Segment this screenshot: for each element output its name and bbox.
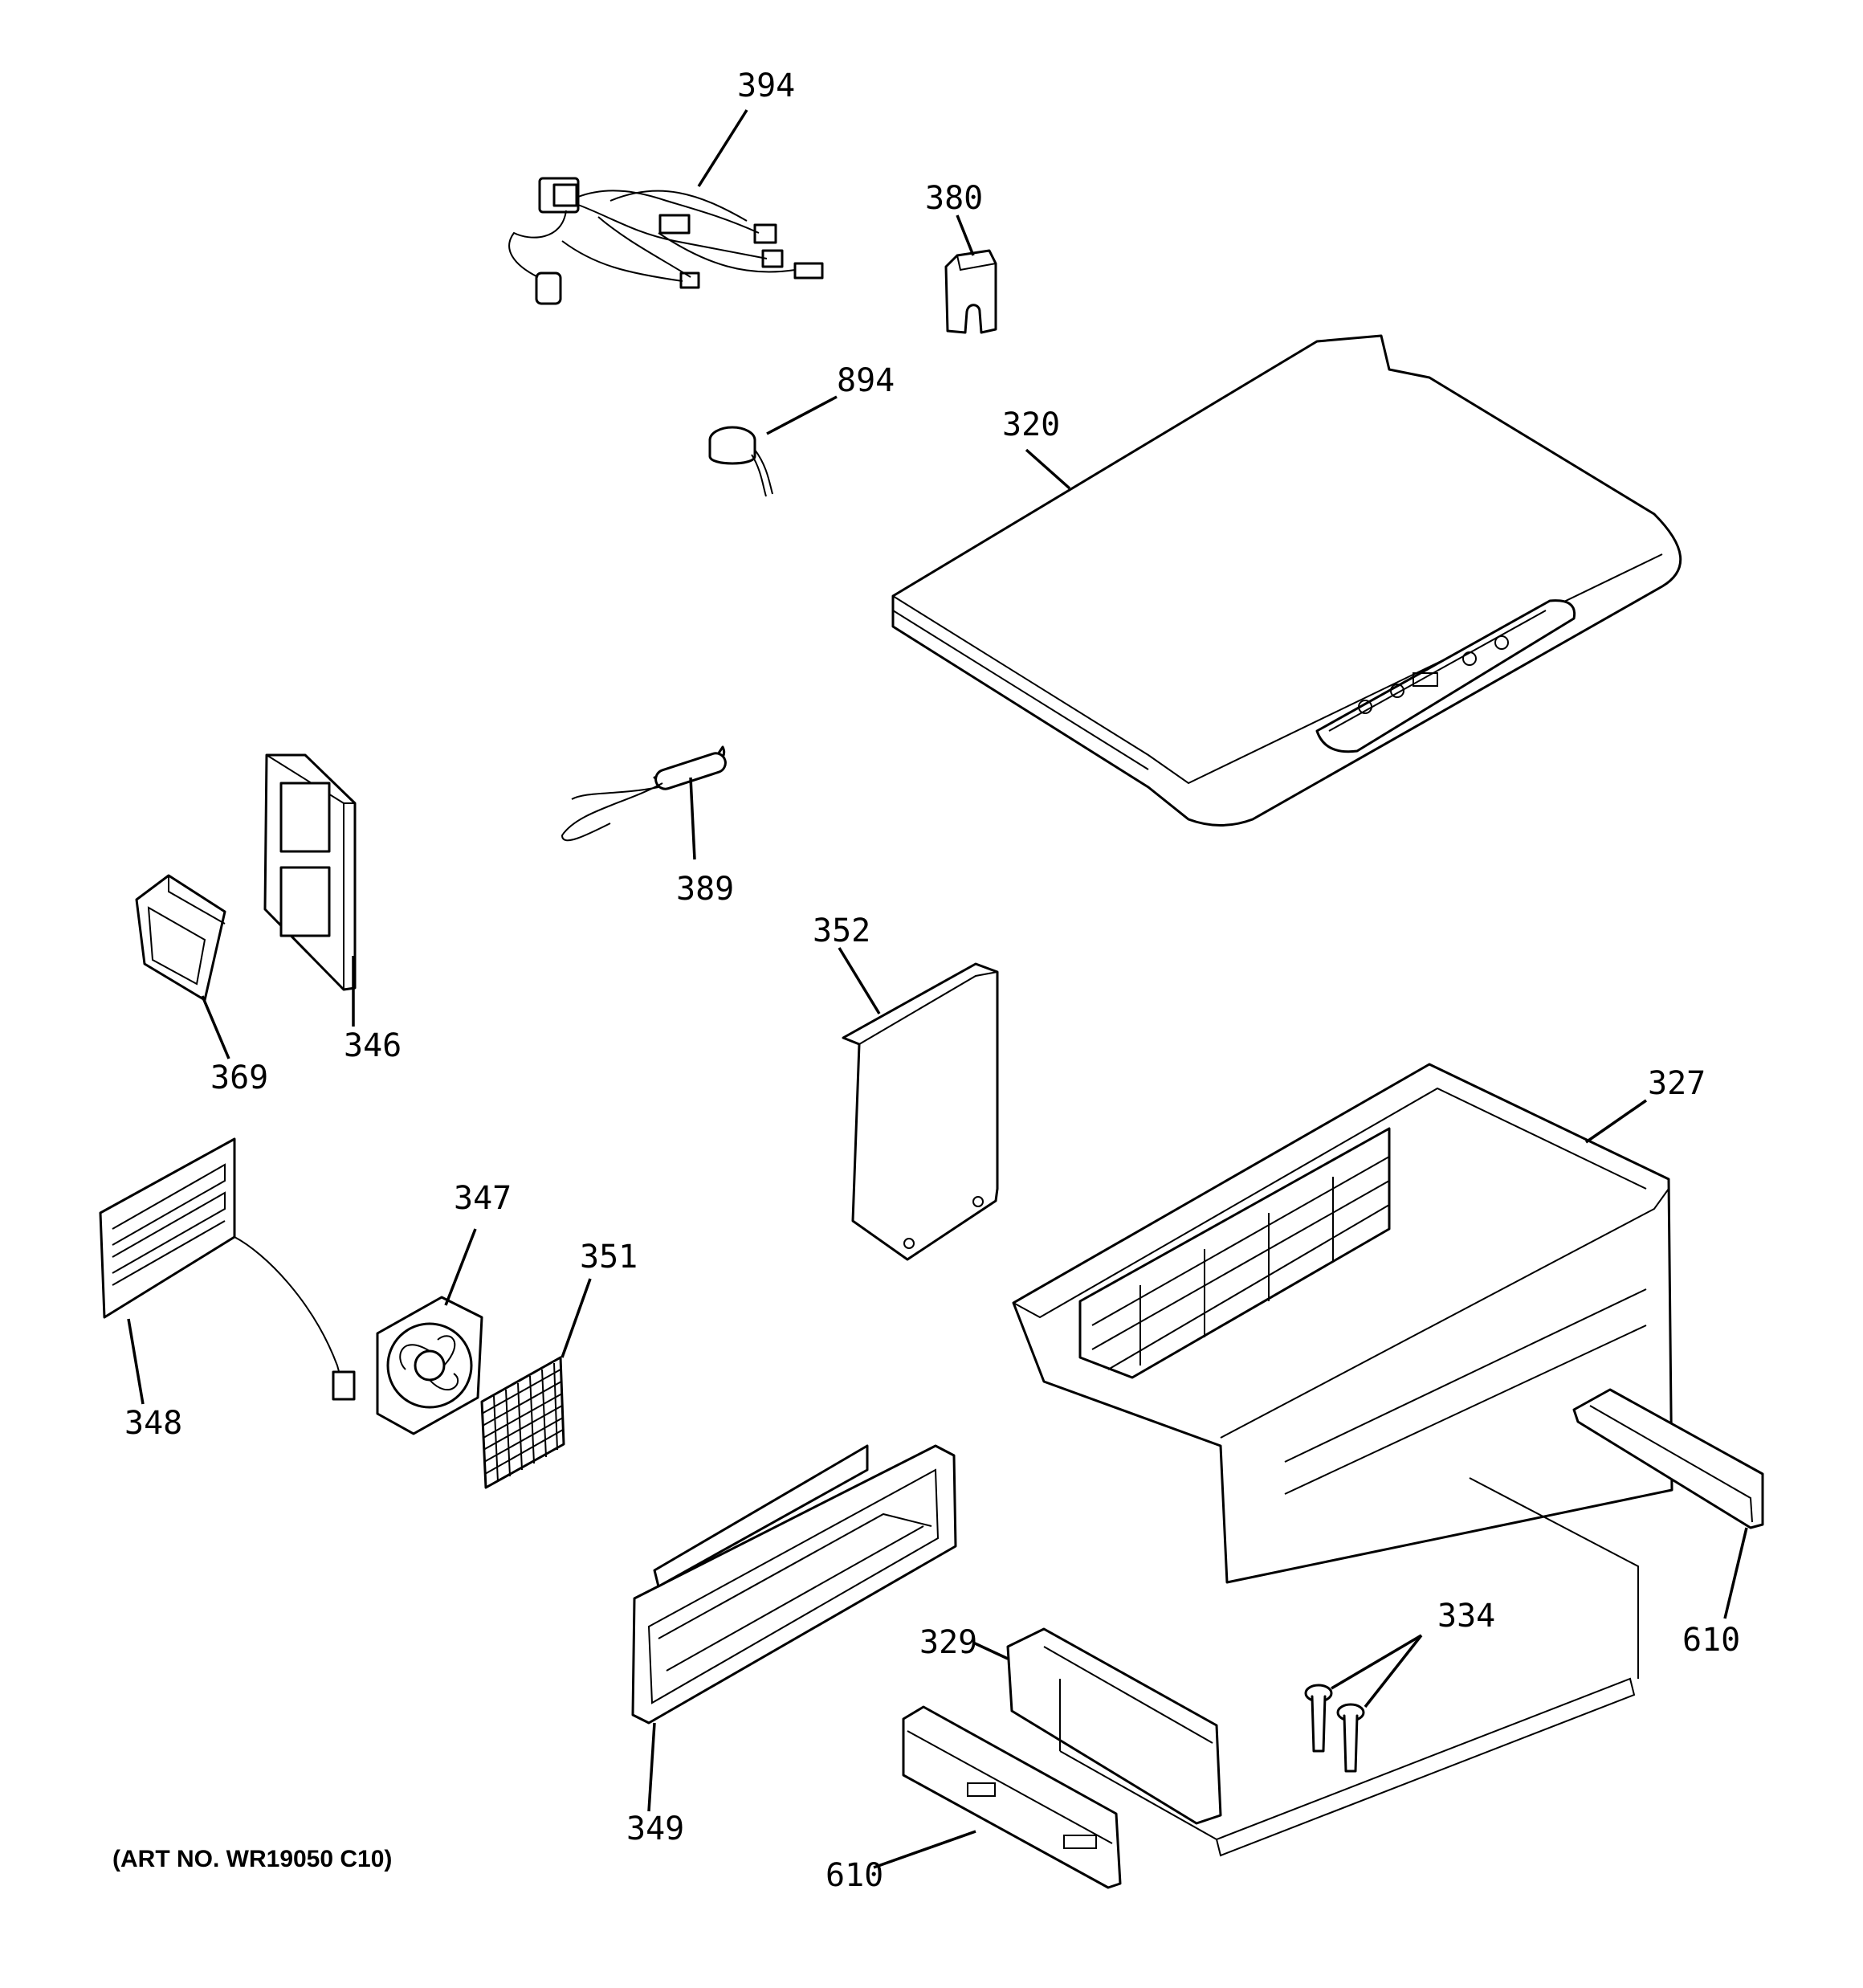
part-320-top-cover — [891, 334, 1682, 827]
callout-327: 327 — [1648, 1065, 1706, 1102]
callout-380: 380 — [925, 180, 983, 217]
part-334-pins — [1304, 1684, 1365, 1773]
callout-610-left: 610 — [826, 1857, 883, 1894]
callout-329: 329 — [919, 1624, 977, 1661]
callout-347: 347 — [454, 1180, 512, 1217]
callout-334: 334 — [1437, 1598, 1495, 1635]
callout-894: 894 — [837, 362, 895, 399]
callout-394: 394 — [737, 67, 795, 104]
callout-352: 352 — [813, 912, 870, 949]
callout-labels: 394 380 894 320 389 346 369 352 327 347 … — [124, 67, 1740, 1894]
part-394-wire-harness — [508, 177, 824, 305]
callout-320: 320 — [1002, 406, 1060, 443]
leader-lines — [127, 109, 1748, 1869]
part-346-frame — [263, 753, 357, 991]
callout-389: 389 — [676, 871, 734, 908]
part-894-thermostat — [708, 426, 773, 497]
part-347-fan — [376, 1296, 483, 1435]
part-329-bracket-frame — [1006, 1477, 1639, 1857]
part-389-temperature-sensor — [561, 745, 727, 842]
part-327-storage-pan — [1012, 1063, 1673, 1584]
art-number: (ART NO. WR19050 C10) — [112, 1846, 393, 1872]
part-610-right-rail — [1572, 1388, 1764, 1529]
callout-348: 348 — [124, 1405, 182, 1442]
part-351-mesh-screen — [480, 1356, 565, 1489]
callout-610-right: 610 — [1682, 1622, 1740, 1659]
part-348-heater-plate — [99, 1137, 356, 1401]
callout-369: 369 — [210, 1059, 268, 1096]
part-380-cover-cap — [944, 249, 997, 334]
callout-349: 349 — [626, 1810, 684, 1847]
callout-351: 351 — [580, 1239, 638, 1276]
part-610-left-rail — [902, 1705, 1122, 1889]
callout-346: 346 — [344, 1027, 402, 1064]
part-352-cover-plate — [842, 962, 999, 1261]
part-369-housing — [135, 874, 226, 1002]
part-349-drawer-front — [631, 1444, 957, 1725]
